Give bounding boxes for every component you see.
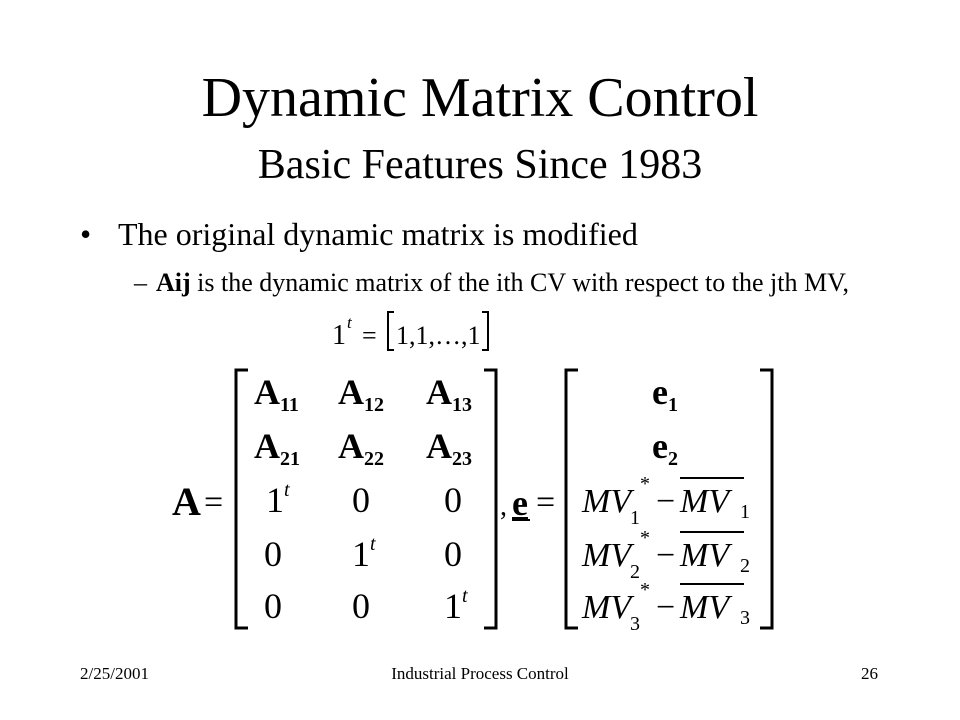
vector-e-equals: = xyxy=(536,484,555,521)
ones-vector-left-bracket xyxy=(387,311,394,351)
svg-text:1: 1 xyxy=(630,507,640,529)
matrix-cell: 0 xyxy=(352,586,370,626)
matrix-cell: 1t xyxy=(352,533,376,574)
vector-cell: MV 2 * − MV 2 xyxy=(581,527,750,583)
matrix-a-row-5: 0 0 1t xyxy=(264,585,468,626)
matrix-cell: 0 xyxy=(444,534,462,574)
matrix-a-equals: = xyxy=(204,484,223,521)
svg-text:MV: MV xyxy=(679,537,733,574)
vector-e-left-bracket xyxy=(564,368,578,630)
svg-text:3: 3 xyxy=(630,613,640,635)
svg-text:2: 2 xyxy=(630,561,640,583)
slide-title: Dynamic Matrix Control xyxy=(201,67,759,129)
svg-text:3: 3 xyxy=(740,607,750,629)
matrix-cell: 0 xyxy=(264,586,282,626)
matrix-a-row-3: 1t 0 0 xyxy=(266,479,462,520)
matrix-a-row-4: 0 1t 0 xyxy=(264,533,462,574)
matrix-a-left-bracket xyxy=(234,368,248,630)
bullet-text: The original dynamic matrix is modified xyxy=(118,216,638,252)
matrix-a-row-1: A11 A12 A13 xyxy=(254,372,472,416)
matrix-cell: 0 xyxy=(444,480,462,520)
bullet-dot: • xyxy=(80,216,92,252)
comma-separator: , xyxy=(500,491,507,522)
vector-e-label: e xyxy=(512,483,528,523)
footer-page-number: 26 xyxy=(861,664,878,683)
matrix-cell: 1t xyxy=(266,479,290,520)
matrix-cell: A12 xyxy=(338,372,384,416)
matrix-equation: A = A11 A12 A13 A21 A22 A23 1t 0 0 0 1t … xyxy=(172,368,774,635)
matrix-cell: 0 xyxy=(264,534,282,574)
ones-vector-right-bracket xyxy=(482,311,489,351)
svg-text:MV: MV xyxy=(581,483,635,520)
svg-text:1: 1 xyxy=(740,501,750,523)
vector-cell: MV 3 * − MV 3 xyxy=(581,579,750,635)
vector-cell: e2 xyxy=(652,426,678,470)
footer-date: 2/25/2001 xyxy=(80,664,149,683)
matrix-cell: A13 xyxy=(426,372,472,416)
ones-vector-equation: 1 t = 1,1,…,1 xyxy=(332,311,489,351)
svg-text:MV: MV xyxy=(581,589,635,626)
svg-text:−: − xyxy=(656,483,675,520)
ones-vector-equals: = xyxy=(362,321,377,350)
ones-vector-superscript: t xyxy=(347,313,353,332)
vector-e-right-bracket xyxy=(760,368,774,630)
svg-text:*: * xyxy=(640,579,650,601)
footer-course-name: Industrial Process Control xyxy=(391,664,569,683)
vector-cell: e1 xyxy=(652,372,678,416)
slide-subtitle: Basic Features Since 1983 xyxy=(257,142,703,188)
matrix-cell: 1t xyxy=(444,585,468,626)
sub-bullet-bold-term: Aij xyxy=(156,268,191,297)
sub-bullet-item: – Aij is the dynamic matrix of the ith C… xyxy=(134,268,894,298)
matrix-cell: 0 xyxy=(352,480,370,520)
svg-text:−: − xyxy=(656,537,675,574)
svg-text:*: * xyxy=(640,527,650,549)
sub-bullet-dash: – xyxy=(134,268,147,297)
sub-bullet-text: Aij is the dynamic matrix of the ith CV … xyxy=(156,268,894,298)
svg-text:MV: MV xyxy=(679,483,733,520)
svg-text:MV: MV xyxy=(581,537,635,574)
bullet-item: • The original dynamic matrix is modified xyxy=(80,214,638,254)
matrix-a-row-2: A21 A22 A23 xyxy=(254,426,472,470)
matrix-a-right-bracket xyxy=(484,368,498,630)
matrix-a-label: A xyxy=(172,479,201,524)
ones-vector-rhs: 1,1,…,1 xyxy=(396,321,481,350)
svg-text:*: * xyxy=(640,473,650,495)
svg-text:−: − xyxy=(656,589,675,626)
matrix-cell: A23 xyxy=(426,426,472,470)
ones-vector-lhs: 1 xyxy=(332,320,346,351)
matrix-cell: A22 xyxy=(338,426,384,470)
vector-cell: MV 1 * − MV 1 xyxy=(581,473,750,529)
matrix-cell: A21 xyxy=(254,426,300,470)
svg-text:MV: MV xyxy=(679,589,733,626)
sub-bullet-body: is the dynamic matrix of the ith CV with… xyxy=(190,268,850,297)
matrix-cell: A11 xyxy=(254,372,299,416)
svg-text:2: 2 xyxy=(740,555,750,577)
